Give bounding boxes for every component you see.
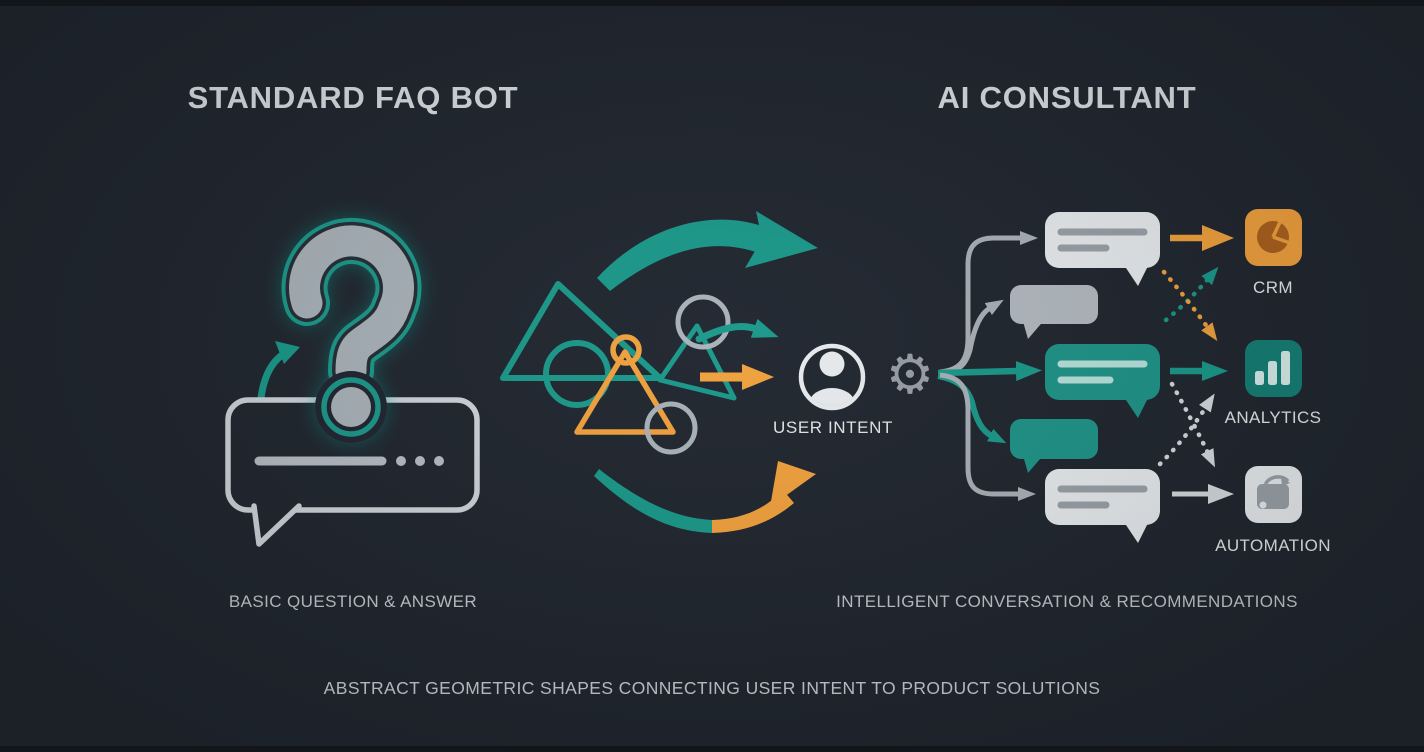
machine-icon — [1257, 475, 1290, 509]
curved-arrow-icon — [257, 341, 300, 402]
gear-icon: ⚙ — [886, 343, 934, 406]
automation-label: AUTOMATION — [1215, 536, 1331, 555]
chat-bubble-white-2 — [1045, 469, 1160, 543]
teal-triangle — [500, 281, 663, 381]
orange-triangle — [574, 349, 676, 435]
bottom-edge-strip — [0, 746, 1424, 752]
teal-triangle-small — [657, 323, 737, 401]
chat-bubbles — [1010, 212, 1160, 543]
teal-small-arrow-icon — [695, 318, 779, 343]
user-intent-icon — [798, 343, 866, 411]
crossing-arrows — [594, 211, 818, 533]
top-edge-strip — [0, 0, 1424, 6]
left-panel-caption: BASIC QUESTION & ANSWER — [228, 592, 478, 611]
crm-tile — [1245, 209, 1302, 266]
analytics-label: ANALYTICS — [1224, 408, 1322, 427]
speech-bubble-outline-icon — [225, 397, 480, 547]
analytics-tile — [1245, 340, 1302, 397]
bar-chart-icon — [1255, 351, 1290, 385]
crm-label: CRM — [1253, 278, 1293, 297]
teal-arc-arrow-icon — [597, 211, 818, 291]
orange-circle — [610, 334, 642, 366]
automation-tile — [1245, 466, 1302, 523]
chat-bubble-teal-1 — [1045, 344, 1160, 418]
pie-chart-icon — [1257, 221, 1291, 253]
question-mark-icon — [281, 217, 422, 443]
right-panel-caption: INTELLIGENT CONVERSATION & RECOMMENDATIO… — [836, 592, 1298, 611]
geometric-shapes — [500, 281, 737, 455]
faq-bot-illustration — [225, 217, 480, 547]
chat-bubble-white-1 — [1045, 212, 1160, 286]
gray-circle-bottom — [644, 401, 698, 455]
teal-orange-swoosh-arrow-icon — [594, 461, 816, 533]
footer-caption: ABSTRACT GEOMETRIC SHAPES CONNECTING USE… — [323, 678, 1101, 698]
teal-circle — [543, 340, 611, 408]
left-panel-title: STANDARD FAQ BOT — [187, 80, 519, 115]
right-panel-title: AI CONSULTANT — [937, 80, 1197, 115]
branch-connectors — [937, 231, 1042, 501]
solution-connectors — [1157, 225, 1234, 504]
chat-bubble-gray — [1010, 285, 1098, 339]
user-intent-label: USER INTENT — [773, 418, 893, 437]
gray-circle-top — [675, 294, 731, 350]
chat-bubble-teal-2 — [1010, 419, 1098, 473]
